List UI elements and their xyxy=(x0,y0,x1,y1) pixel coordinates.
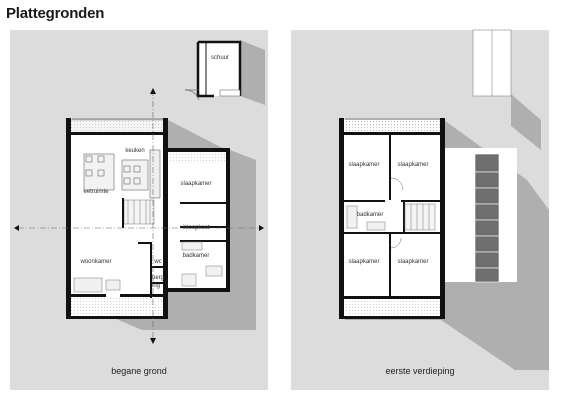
ground-walls xyxy=(66,118,168,319)
first-floor-panel: slaapkamer slaapkamer badkamer slaapkame… xyxy=(291,29,549,390)
first-stairs xyxy=(404,203,436,231)
kitchen-furniture xyxy=(83,149,161,199)
first-bathroom-fixtures xyxy=(346,205,386,231)
room-label-keuken: keuken xyxy=(125,148,145,154)
solar-panels xyxy=(474,153,500,283)
room-label-slaapkamer: slaapkamer xyxy=(180,181,212,187)
shed xyxy=(184,40,242,101)
ground-stairs xyxy=(123,199,155,225)
room-label-badkamer-first: badkamer xyxy=(356,212,384,218)
ground-interior-walls xyxy=(122,198,166,298)
ground-floor-plan xyxy=(14,40,265,344)
page-title: Plattegronden xyxy=(6,5,105,22)
ground-floor-panel: keuken eetruimte woonkamer slaapkamer in… xyxy=(10,30,268,390)
section-arrow-left-icon xyxy=(14,225,19,231)
room-label-eetruimte: eetruimte xyxy=(83,189,109,195)
room-label-schuur: schuur xyxy=(210,55,230,61)
section-arrow-bottom-icon xyxy=(150,338,156,344)
room-label-slaapkamer-nw: slaapkamer xyxy=(348,162,380,168)
door-swings xyxy=(390,177,404,249)
room-label-slaapkamer-se: slaapkamer xyxy=(397,259,429,265)
section-arrow-right-icon xyxy=(259,225,264,231)
bathroom-fixtures xyxy=(181,241,223,287)
section-lines xyxy=(18,90,262,342)
room-label-woonkamer: woonkamer xyxy=(80,259,112,265)
room-label-slaapkamer-sw: slaapkamer xyxy=(348,259,380,265)
room-label-wc: wc xyxy=(154,259,162,265)
first-floor-plan xyxy=(339,29,549,370)
right-wing-walls xyxy=(168,148,230,292)
roof-block xyxy=(472,29,512,97)
room-label-berging-1: berg xyxy=(151,275,165,281)
room-label-badkamer: badkamer xyxy=(182,253,210,259)
first-floor-caption: eerste verdieping xyxy=(385,366,455,376)
room-label-berging-2: ing xyxy=(151,283,161,289)
ground-floor-caption: begane grond xyxy=(111,366,167,376)
room-label-slaapkamer-ne: slaapkamer xyxy=(397,162,429,168)
section-arrow-top-icon xyxy=(150,88,156,94)
first-walls xyxy=(339,118,445,319)
room-label-inloopkast: inloopkast xyxy=(182,225,210,231)
living-furniture xyxy=(73,277,121,293)
